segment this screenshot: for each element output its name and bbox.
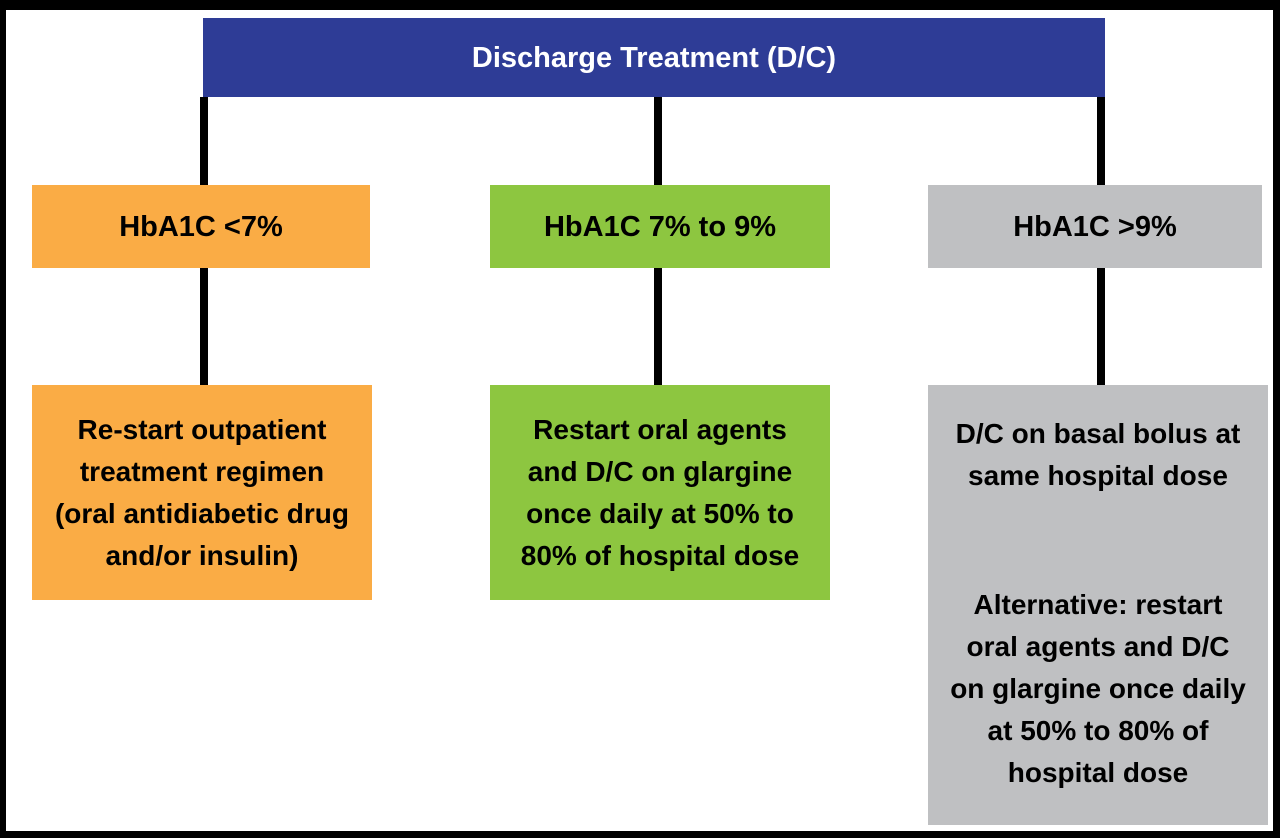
title-node: Discharge Treatment (D/C) <box>203 18 1105 97</box>
connector-title-to-condition-3 <box>1097 97 1105 185</box>
action-node-restart-oral-glargine: Restart oral agents and D/C on glargine … <box>490 385 830 600</box>
condition-node-hba1c-over-9: HbA1C >9% <box>928 185 1262 268</box>
condition-node-hba1c-7-to-9: HbA1C 7% to 9% <box>490 185 830 268</box>
action-node-basal-bolus: D/C on basal bolus at same hospital dose… <box>928 385 1268 825</box>
connector-title-to-condition-2 <box>654 97 662 185</box>
connector-condition-to-action-1 <box>200 268 208 385</box>
action-alternative-text: Alternative: restart oral agents and D/C… <box>950 589 1246 788</box>
action-primary-text: D/C on basal bolus at same hospital dose <box>955 418 1241 491</box>
action-node-restart-outpatient: Re-start outpatient treatment regimen (o… <box>32 385 372 600</box>
connector-condition-to-action-2 <box>654 268 662 385</box>
connector-title-to-condition-1 <box>200 97 208 185</box>
connector-condition-to-action-3 <box>1097 268 1105 385</box>
condition-node-hba1c-under-7: HbA1C <7% <box>32 185 370 268</box>
